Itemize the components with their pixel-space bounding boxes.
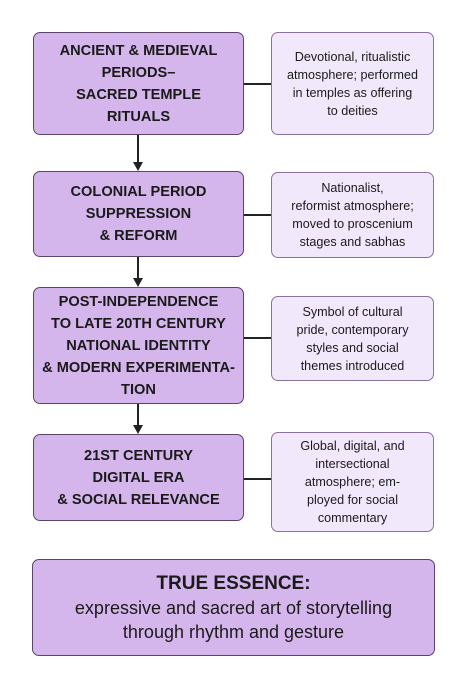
stage-box-21st-century: 21ST CENTURY DIGITAL ERA & SOCIAL RELEVA… <box>33 434 244 521</box>
connector-line <box>244 478 271 480</box>
flow-arrowhead <box>133 278 143 287</box>
true-essence-box: TRUE ESSENCE: expressive and sacred art … <box>32 559 435 656</box>
flow-arrowhead <box>133 162 143 171</box>
true-essence-text: expressive and sacred art of storytellin… <box>74 598 393 642</box>
true-essence-title: TRUE ESSENCE: <box>156 573 311 594</box>
note-box-21st-century: Global, digital, and intersectional atmo… <box>271 432 434 532</box>
flow-arrow-line <box>137 135 139 163</box>
connector-line <box>244 214 271 216</box>
flow-arrow-line <box>137 404 139 426</box>
flow-arrowhead <box>133 425 143 434</box>
stage-box-post-independence: POST-INDEPENDENCE TO LATE 20TH CENTURY N… <box>33 287 244 404</box>
note-box-ancient-medieval: Devotional, ritualistic atmosphere; perf… <box>271 32 434 135</box>
stage-box-ancient-medieval: ANCIENT & MEDIEVAL PERIODS– SACRED TEMPL… <box>33 32 244 135</box>
flow-arrow-line <box>137 257 139 279</box>
note-box-colonial: Nationalist, reformist atmosphere; moved… <box>271 172 434 258</box>
connector-line <box>244 337 271 339</box>
connector-line <box>244 83 271 85</box>
note-box-post-independence: Symbol of cultural pride, contemporary s… <box>271 296 434 381</box>
stage-box-colonial: COLONIAL PERIOD SUPPRESSION & REFORM <box>33 171 244 257</box>
